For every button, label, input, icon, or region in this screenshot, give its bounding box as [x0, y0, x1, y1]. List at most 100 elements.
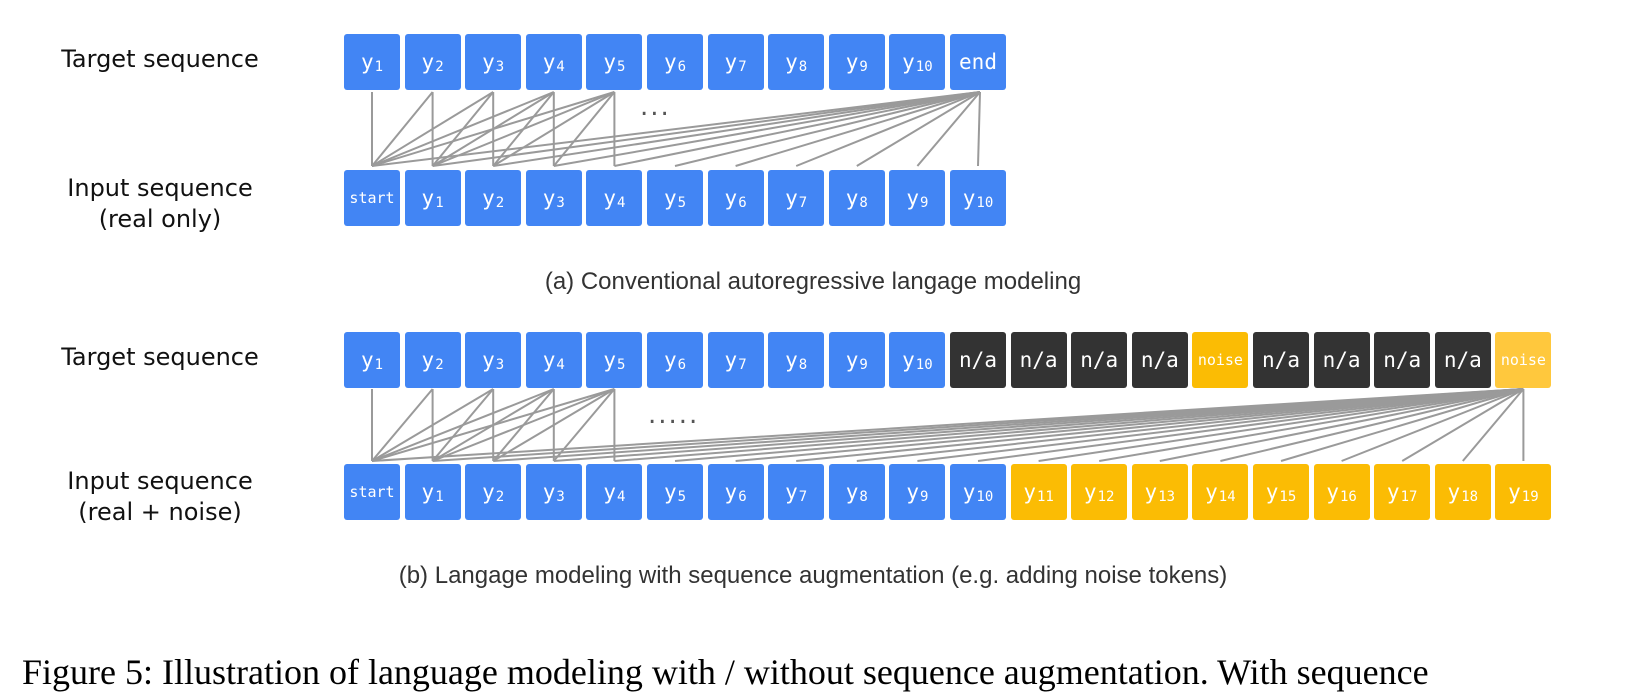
- token-subscript: 10: [915, 59, 933, 75]
- token-text: n/a: [1322, 348, 1361, 372]
- token-text: y: [663, 50, 677, 74]
- connector-line: [371, 91, 434, 167]
- token-text: y: [902, 50, 915, 74]
- token-subscript: 2: [495, 195, 505, 211]
- connector-line: [614, 91, 981, 167]
- token-subscript: 4: [617, 195, 626, 211]
- token-subscript: 7: [798, 195, 808, 211]
- token-text: noise: [1197, 351, 1243, 369]
- token-subscript: 2: [435, 59, 444, 75]
- token-text: end: [959, 50, 997, 74]
- token-text: y: [1265, 480, 1279, 504]
- dependency-connectors: [371, 388, 1525, 462]
- token-subscript: 7: [738, 357, 747, 373]
- connector-line: [735, 91, 981, 167]
- token-subscript: 6: [677, 59, 687, 75]
- token-na: n/a: [1253, 332, 1309, 388]
- token-text: y: [482, 480, 495, 504]
- token-subscript: 5: [617, 59, 626, 75]
- token-text: y: [360, 50, 374, 74]
- token-text: y: [1144, 480, 1158, 504]
- connector-line: [796, 388, 1524, 462]
- token-text: y: [724, 480, 738, 504]
- token-subscript: 9: [859, 357, 868, 373]
- token-text: y: [603, 480, 616, 504]
- token-subscript: 9: [859, 59, 868, 75]
- token-text: y: [542, 480, 556, 504]
- token-na: n/a: [1434, 332, 1491, 388]
- subfigure-caption-b: (b) Langage modeling with sequence augme…: [398, 562, 1228, 589]
- connector-line: [1462, 388, 1525, 462]
- connector-line: [492, 91, 615, 167]
- connector-line: [432, 91, 981, 167]
- token-text: start: [349, 189, 395, 207]
- token-subscript: 4: [556, 357, 565, 373]
- token-subscript: 10: [976, 489, 994, 505]
- token-subscript: 11: [1036, 489, 1054, 505]
- token-text: y: [785, 348, 798, 372]
- token-text: y: [724, 50, 738, 74]
- token-text: y: [663, 186, 677, 210]
- token-text: y: [542, 348, 556, 372]
- input-sequence-label: Input sequence (real + noise): [0, 466, 320, 528]
- connector-line: [371, 91, 615, 167]
- token-text: y: [1326, 480, 1339, 504]
- connector-line: [856, 388, 1524, 462]
- connector-line: [492, 388, 615, 462]
- token-text: y: [360, 348, 374, 372]
- connector-line: [856, 91, 981, 167]
- token-text: y: [603, 50, 616, 74]
- connector-line: [493, 91, 981, 167]
- token-start: start: [344, 170, 400, 226]
- input-sequence-label-line1: Input sequence: [67, 174, 253, 202]
- token-text: y: [482, 186, 495, 210]
- connector-line: [1038, 388, 1524, 462]
- token-na: n/a: [1131, 332, 1188, 388]
- connector-line: [795, 91, 981, 167]
- token-text: n/a: [1080, 348, 1119, 372]
- token-subscript: 7: [738, 59, 747, 75]
- token-text: y: [603, 348, 616, 372]
- token-start: start: [344, 464, 400, 520]
- token-subscript: 4: [556, 59, 565, 75]
- connector-line: [371, 388, 555, 462]
- connector-line: [977, 91, 981, 167]
- connector-line: [1401, 388, 1524, 462]
- target-sequence-label: Target sequence: [61, 343, 259, 371]
- input-sequence-label-line1: Input sequence: [67, 467, 253, 495]
- token-subscript: 2: [435, 357, 444, 373]
- token-subscript: 19: [1521, 489, 1539, 505]
- token-subscript: 8: [798, 357, 808, 373]
- token-na: n/a: [1010, 332, 1067, 388]
- connector-line: [1280, 388, 1524, 462]
- target-sequence-label: Target sequence: [61, 45, 259, 73]
- token-subscript: 8: [798, 59, 808, 75]
- ellipsis: .....: [648, 400, 700, 430]
- token-text: n/a: [959, 348, 997, 372]
- token-text: y: [785, 50, 798, 74]
- token-subscript: 5: [617, 357, 626, 373]
- token-text: y: [663, 480, 677, 504]
